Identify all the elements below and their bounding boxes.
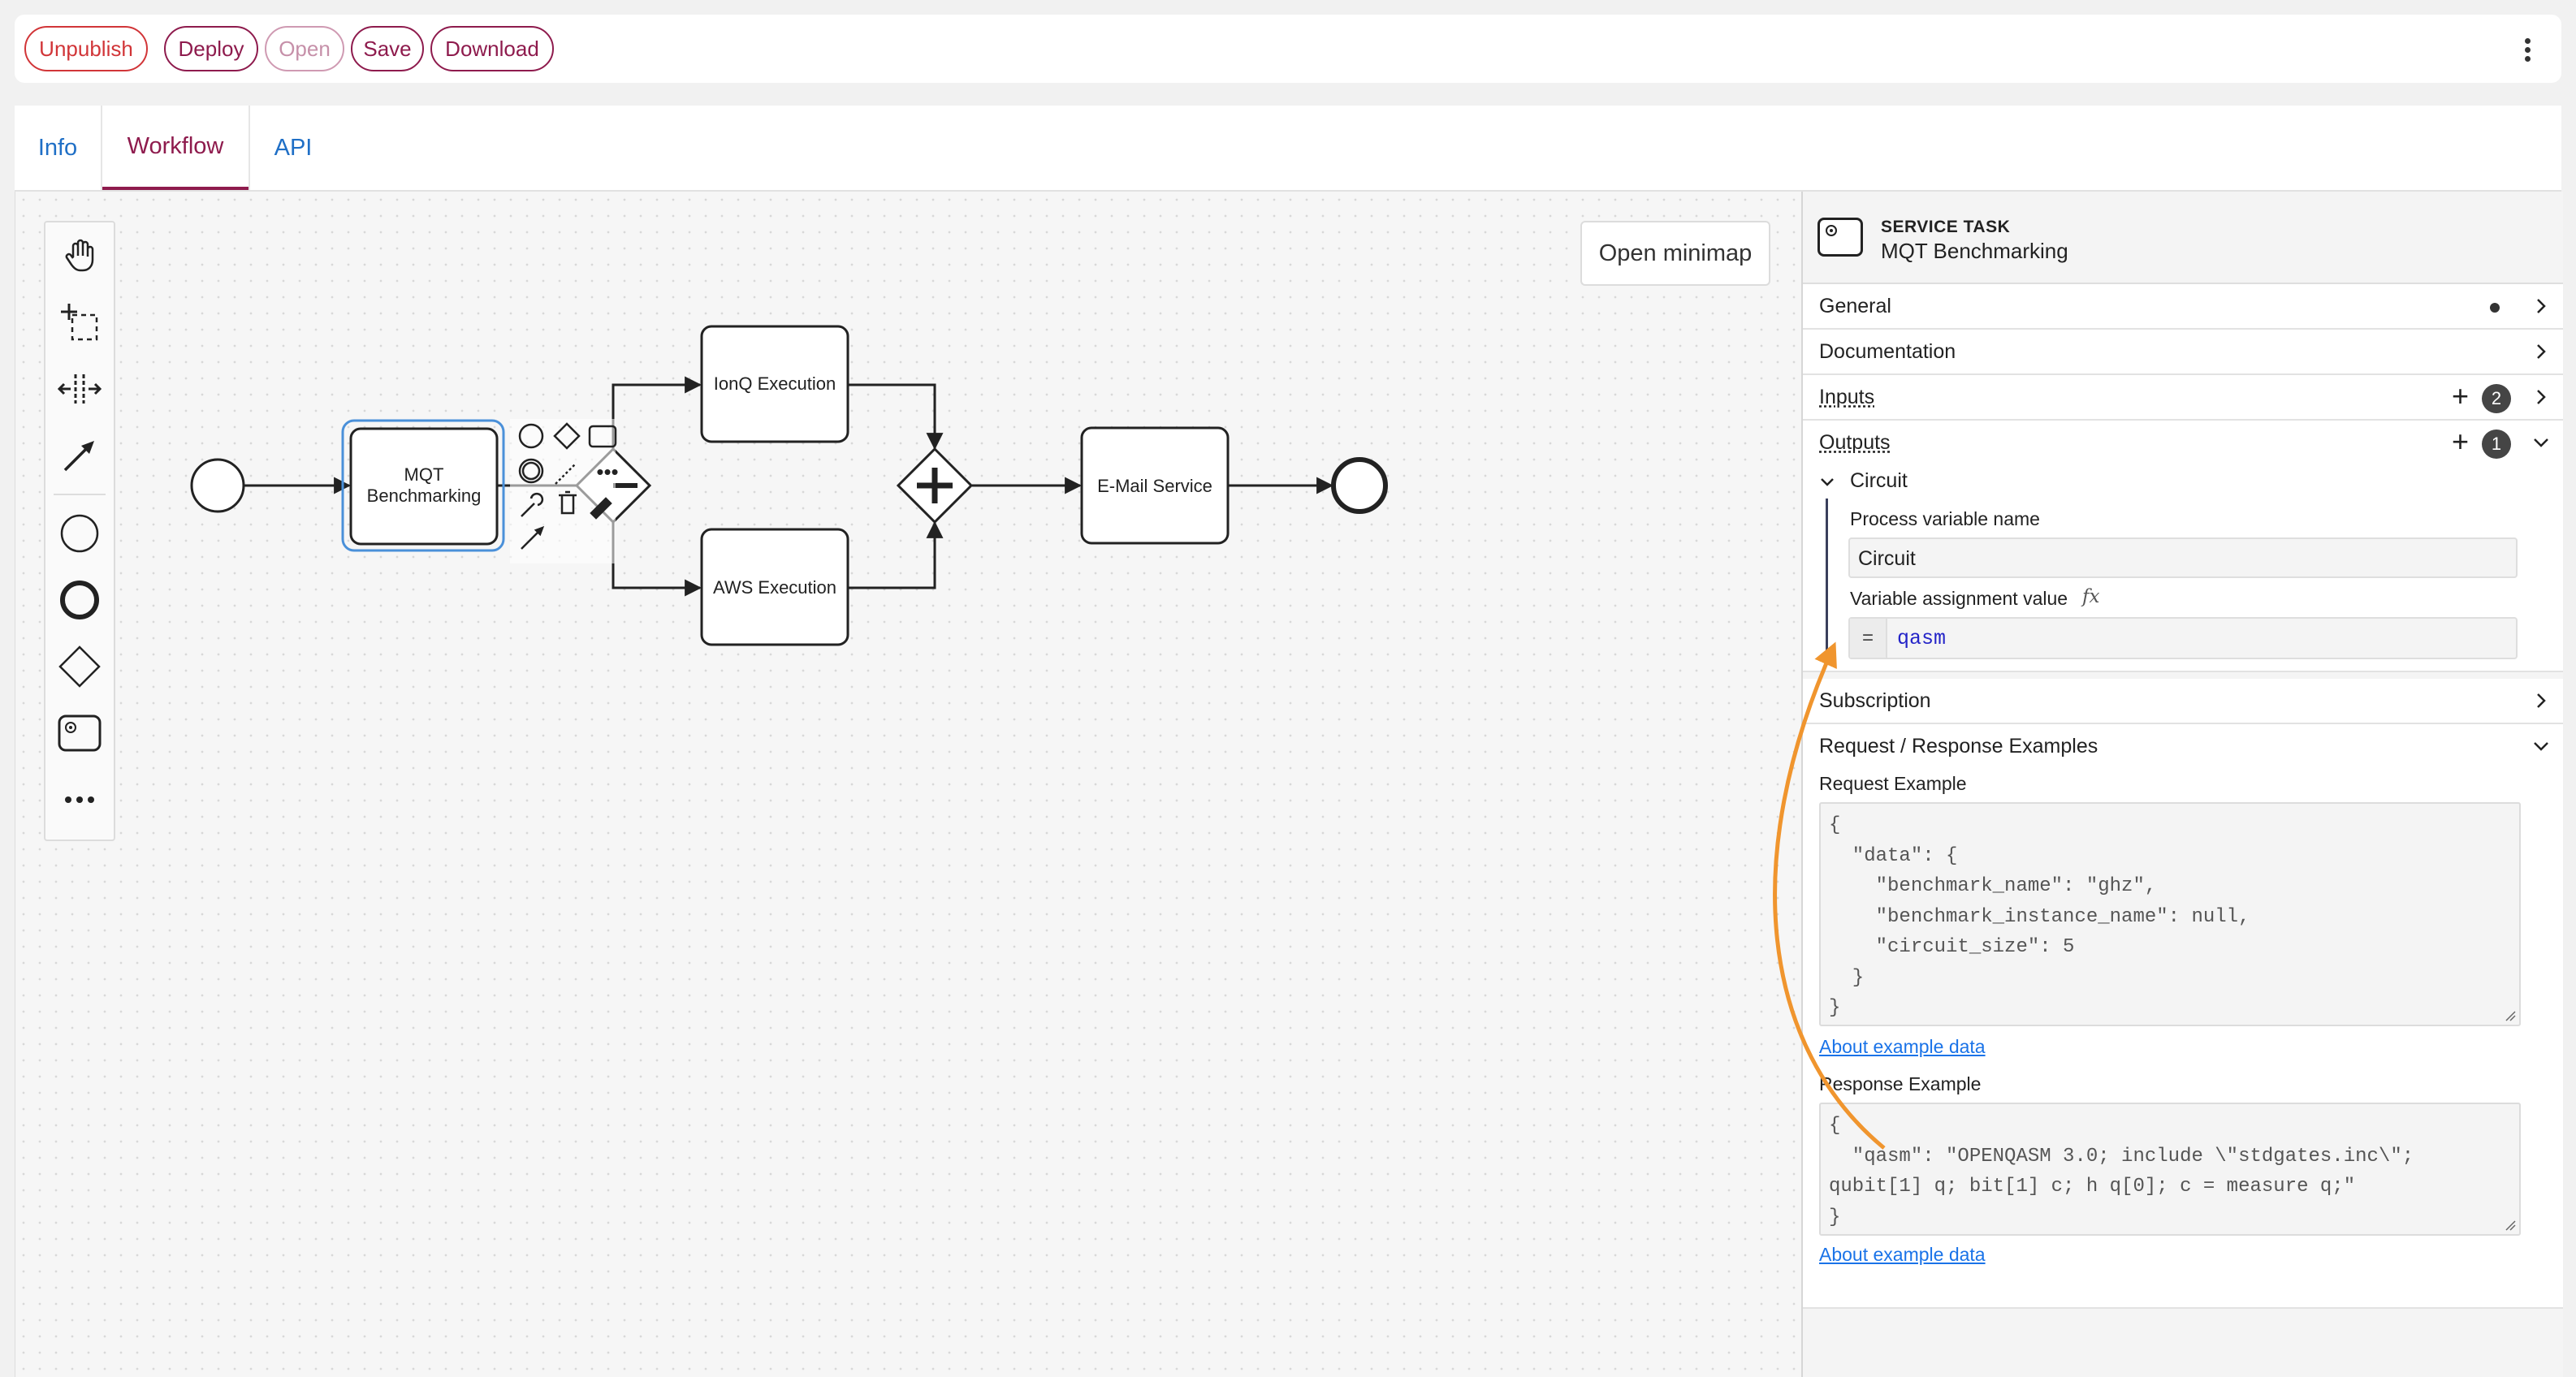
deploy-button[interactable]: Deploy bbox=[164, 26, 258, 71]
delete-trash-icon bbox=[559, 490, 577, 515]
chevron-down-icon[interactable] bbox=[2532, 737, 2550, 755]
unpublish-button[interactable]: Unpublish bbox=[24, 26, 148, 71]
chevron-right-icon[interactable] bbox=[2532, 692, 2550, 710]
open-button[interactable]: Open bbox=[265, 26, 344, 71]
change-type-wrench-icon bbox=[521, 492, 544, 517]
add-input-icon[interactable]: + bbox=[2451, 379, 2469, 412]
element-type: SERVICE TASK bbox=[1881, 218, 2011, 236]
response-example-body: { "qasm": "OPENQASM 3.0; include \"stdga… bbox=[1829, 1115, 2414, 1228]
tab-workflow[interactable]: Workflow bbox=[102, 106, 249, 190]
assignment-label: Variable assignment value bbox=[1850, 588, 2068, 609]
bpmn-canvas[interactable] bbox=[15, 192, 1802, 1377]
group-outputs-label[interactable]: Outputs bbox=[1819, 431, 1891, 454]
group-subscription[interactable]: Subscription bbox=[1803, 679, 2563, 724]
task-ionq-execution[interactable] bbox=[700, 325, 849, 443]
connect-tool-icon[interactable] bbox=[54, 430, 105, 481]
response-example-textarea[interactable]: { "qasm": "OPENQASM 3.0; include \"stdga… bbox=[1819, 1103, 2521, 1236]
open-minimap-button[interactable]: Open minimap bbox=[1580, 221, 1770, 286]
outputs-count-badge: 1 bbox=[2482, 430, 2511, 459]
task-mqt-benchmarking[interactable] bbox=[349, 427, 499, 546]
top-toolbar: Unpublish Deploy Open Save Download bbox=[15, 15, 2561, 83]
tab-divider bbox=[249, 106, 250, 190]
service-task-icon bbox=[1817, 218, 1863, 257]
append-gateway-icon bbox=[553, 422, 581, 450]
group-subscription-label: Subscription bbox=[1819, 689, 1931, 712]
gateway-icon[interactable] bbox=[54, 641, 105, 692]
append-task-icon bbox=[588, 425, 617, 448]
tab-api[interactable]: API bbox=[274, 134, 313, 161]
var-name-input[interactable]: Circuit bbox=[1848, 537, 2518, 578]
chevron-right-icon[interactable] bbox=[2532, 388, 2550, 406]
task-email-label: E-Mail Service bbox=[1097, 476, 1212, 496]
group-outputs: Outputs + 1 Circuit Process variable nam… bbox=[1803, 421, 2563, 672]
request-example-textarea[interactable]: { "data": { "benchmark_name": "ghz", "be… bbox=[1819, 802, 2521, 1026]
lasso-tool-icon[interactable] bbox=[54, 297, 105, 347]
chevron-down-icon[interactable] bbox=[1819, 474, 1835, 490]
feel-equals-prefix: = bbox=[1850, 619, 1887, 658]
assignment-input[interactable]: = qasm bbox=[1848, 617, 2518, 659]
end-event-icon[interactable] bbox=[54, 575, 105, 625]
append-intermediate-event-icon bbox=[518, 458, 544, 484]
chevron-right-icon[interactable] bbox=[2532, 343, 2550, 360]
download-button[interactable]: Download bbox=[430, 26, 554, 71]
space-tool-icon[interactable] bbox=[54, 364, 105, 414]
add-output-icon[interactable]: + bbox=[2451, 425, 2469, 458]
resize-handle-icon[interactable] bbox=[2505, 1010, 2516, 1021]
service-task-icon[interactable] bbox=[54, 708, 105, 758]
context-pad[interactable]: ••• bbox=[510, 419, 619, 563]
hand-tool-icon[interactable] bbox=[54, 231, 105, 281]
assignment-value: qasm bbox=[1897, 627, 1947, 650]
append-end-event-icon bbox=[518, 423, 544, 449]
var-name-label: Process variable name bbox=[1850, 508, 2040, 529]
group-documentation[interactable]: Documentation bbox=[1803, 330, 2563, 375]
tool-palette bbox=[44, 221, 115, 841]
task-ionq-label: IonQ Execution bbox=[714, 373, 836, 394]
task-mqt-label-line2: Benchmarking bbox=[367, 486, 482, 506]
start-event-icon[interactable] bbox=[54, 508, 105, 559]
output-item-indent-line bbox=[1826, 499, 1828, 654]
group-documentation-label: Documentation bbox=[1819, 340, 1956, 363]
group-general[interactable]: General bbox=[1803, 284, 2563, 330]
more-elements-icon: ••• bbox=[596, 460, 618, 484]
chevron-right-icon[interactable] bbox=[2532, 297, 2550, 315]
chevron-down-icon[interactable] bbox=[2532, 434, 2550, 451]
palette-divider bbox=[54, 494, 106, 495]
data-indicator-dot bbox=[2490, 303, 2500, 313]
group-examples-label[interactable]: Request / Response Examples bbox=[1819, 735, 2098, 758]
task-email-service[interactable] bbox=[1080, 426, 1230, 545]
task-aws-label: AWS Execution bbox=[713, 577, 836, 598]
task-mqt-label-line1: MQT bbox=[404, 464, 444, 485]
tab-info[interactable]: Info bbox=[37, 134, 78, 161]
inputs-count-badge: 2 bbox=[2482, 384, 2511, 413]
request-example-label: Request Example bbox=[1819, 773, 1967, 794]
tab-divider bbox=[101, 106, 102, 190]
request-example-body: { "data": { "benchmark_name": "ghz", "be… bbox=[1829, 814, 2250, 1019]
about-example-data-link[interactable]: About example data bbox=[1819, 1036, 1986, 1057]
panel-header: SERVICE TASK MQT Benchmarking bbox=[1803, 192, 2563, 284]
color-picker-icon bbox=[590, 497, 612, 520]
about-example-data-link[interactable]: About example data bbox=[1819, 1244, 1986, 1265]
fx-icon[interactable]: fx bbox=[2082, 586, 2100, 607]
more-icon[interactable] bbox=[54, 775, 105, 825]
end-event[interactable] bbox=[1331, 457, 1388, 514]
output-item-title[interactable]: Circuit bbox=[1850, 469, 1908, 492]
group-examples: Request / Response Examples Request Exam… bbox=[1803, 724, 2563, 1309]
start-event[interactable] bbox=[190, 458, 245, 513]
resize-handle-icon[interactable] bbox=[2505, 1219, 2516, 1231]
save-button[interactable]: Save bbox=[351, 26, 424, 71]
group-inputs[interactable]: Inputs + 2 bbox=[1803, 375, 2563, 421]
properties-panel: SERVICE TASK MQT Benchmarking General Do… bbox=[1801, 192, 2563, 1377]
tab-bar: Info Workflow API bbox=[15, 106, 2561, 192]
more-options-icon[interactable] bbox=[2518, 36, 2537, 65]
element-name: MQT Benchmarking bbox=[1881, 239, 2068, 263]
response-example-label: Response Example bbox=[1819, 1073, 1982, 1094]
group-inputs-label: Inputs bbox=[1819, 386, 1875, 408]
task-aws-execution[interactable] bbox=[700, 528, 849, 646]
task-selection-outline bbox=[341, 419, 505, 552]
group-general-label: General bbox=[1819, 295, 1891, 317]
